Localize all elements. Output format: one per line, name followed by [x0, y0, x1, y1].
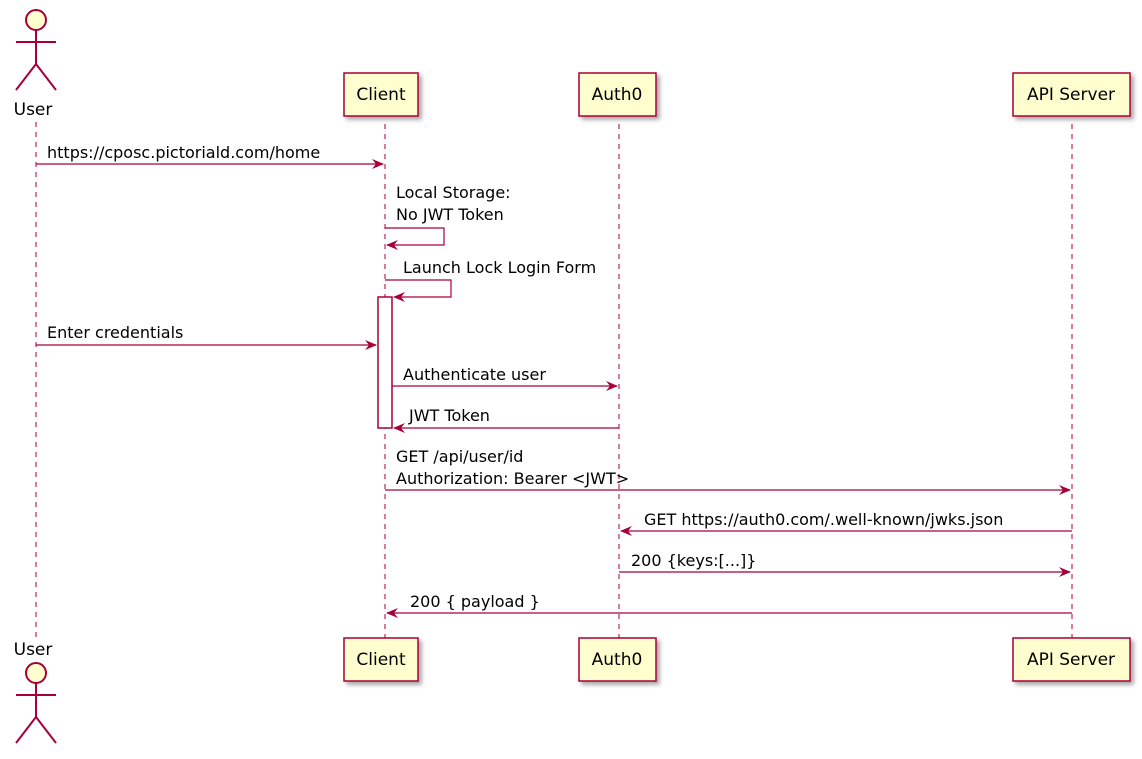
message-2-label-line-1: Local Storage:	[396, 183, 511, 202]
participant-api-server-top: API Server	[1012, 72, 1131, 117]
participant-client-bottom-label: Client	[356, 650, 406, 670]
participant-auth0-top: Auth0	[578, 72, 657, 117]
message-10-label: 200 { payload }	[410, 592, 540, 611]
participant-api-server-top-label: API Server	[1027, 85, 1115, 105]
message-6-label: JWT Token	[408, 406, 490, 425]
message-7-label-line-1: GET /api/user/id	[396, 447, 523, 466]
message-2-arrow	[385, 227, 445, 250]
message-9: 200 {keys:[...]}	[619, 551, 1071, 577]
participant-client-bottom: Client	[343, 637, 419, 682]
message-7-label-line-2: Authorization: Bearer <JWT>	[396, 469, 629, 488]
message-3-arrow	[385, 279, 452, 302]
message-4: Enter credentials	[36, 323, 377, 350]
participant-auth0-bottom: Auth0	[578, 637, 657, 682]
message-5-label: Authenticate user	[403, 365, 546, 384]
message-10: 200 { payload }	[386, 592, 1072, 618]
participant-api-server-bottom: API Server	[1012, 637, 1131, 682]
actor-user-top-label: User	[14, 100, 53, 120]
message-4-label: Enter credentials	[47, 323, 183, 342]
message-2-label-line-2: No JWT Token	[396, 205, 504, 224]
message-3-label: Launch Lock Login Form	[403, 258, 596, 277]
message-8: GET https://auth0.com/.well-known/jwks.j…	[620, 510, 1072, 536]
participant-auth0-top-label: Auth0	[592, 85, 643, 105]
message-8-label: GET https://auth0.com/.well-known/jwks.j…	[644, 510, 1003, 529]
message-1: https://cposc.pictoriald.com/home	[36, 143, 384, 169]
activation-bar-client	[377, 296, 393, 429]
actor-user-bottom-label: User	[14, 640, 53, 660]
message-7: GET /api/user/id Authorization: Bearer <…	[385, 447, 1071, 495]
actor-user-top	[15, 9, 57, 91]
participant-auth0-bottom-label: Auth0	[592, 650, 643, 670]
message-5: Authenticate user	[392, 365, 618, 391]
message-9-label: 200 {keys:[...]}	[631, 551, 756, 570]
message-2: Local Storage: No JWT Token	[385, 183, 511, 250]
participant-api-server-bottom-label: API Server	[1027, 650, 1115, 670]
actor-user-bottom	[15, 662, 57, 744]
message-1-label: https://cposc.pictoriald.com/home	[47, 143, 320, 162]
message-6: JWT Token	[393, 406, 619, 433]
participant-client-top: Client	[343, 72, 419, 117]
participant-client-top-label: Client	[356, 85, 406, 105]
message-3: Launch Lock Login Form	[385, 258, 596, 302]
